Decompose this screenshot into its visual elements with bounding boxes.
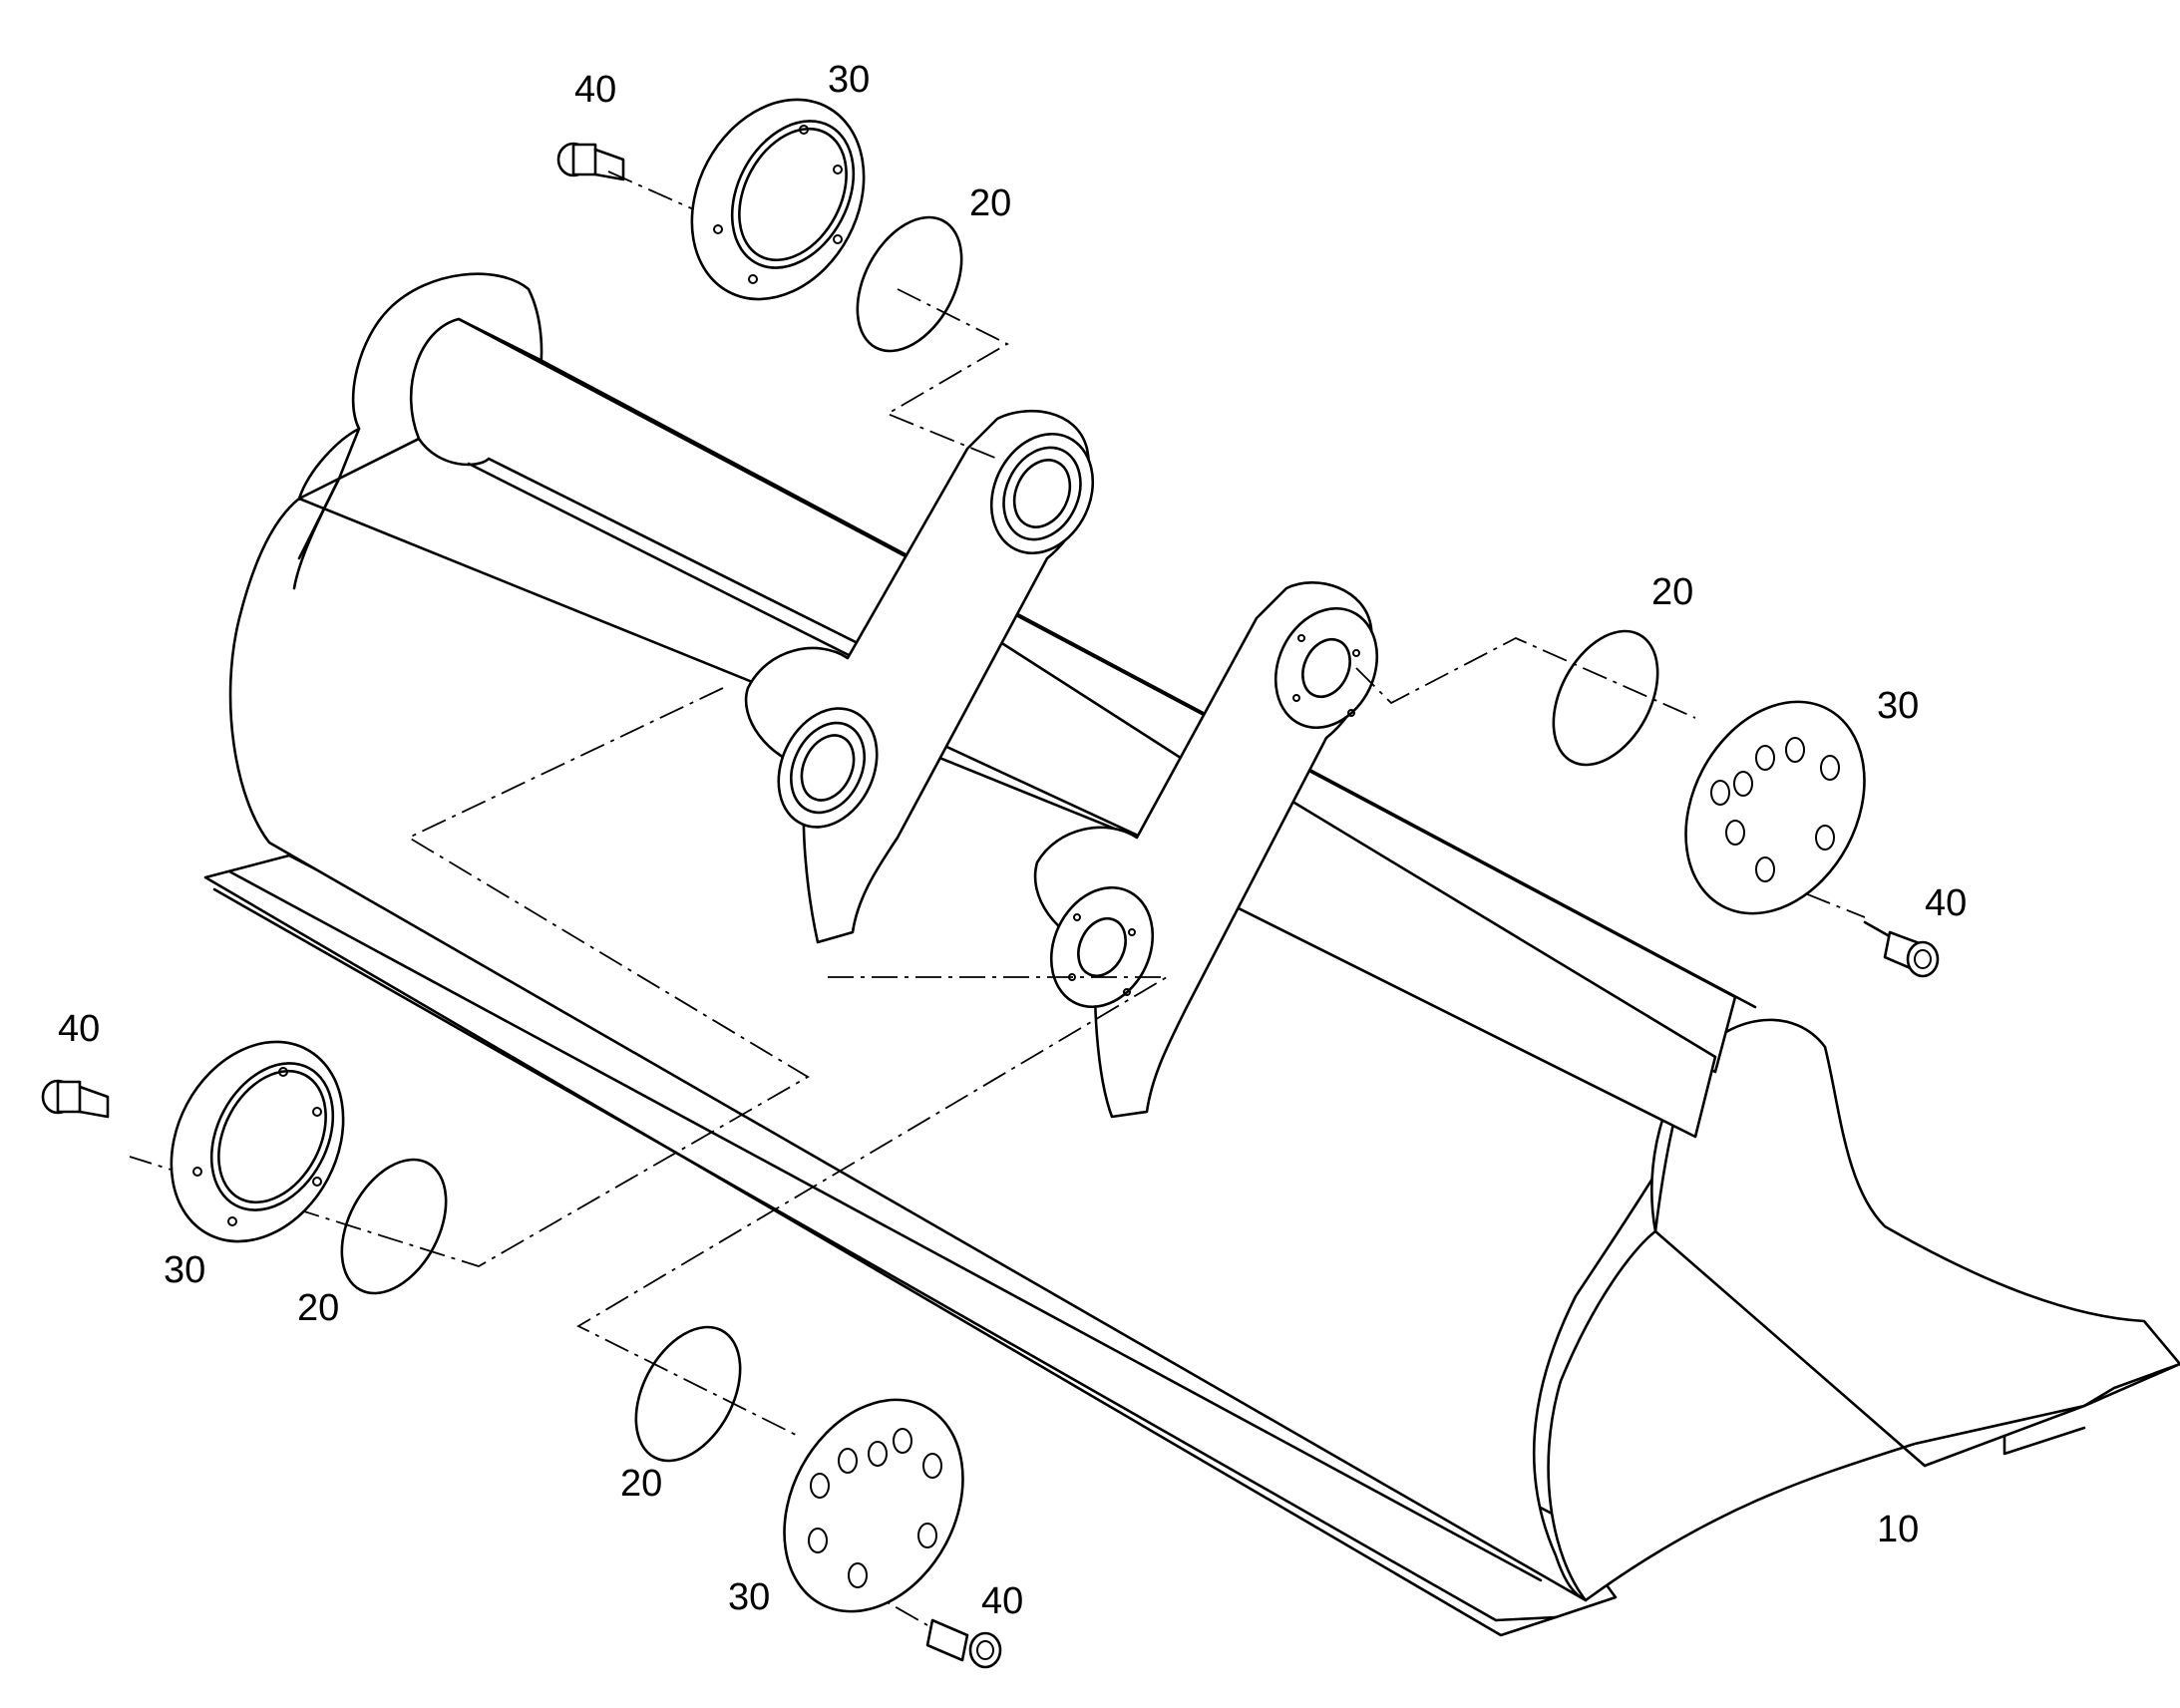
callout-40-lower-left: 40 bbox=[58, 1008, 100, 1050]
callout-20-upper: 20 bbox=[969, 182, 1011, 224]
callout-20-right: 20 bbox=[1651, 571, 1693, 613]
bolt-40-right bbox=[1863, 920, 1940, 978]
snap-ring-20-lower-left bbox=[340, 1158, 448, 1295]
callout-30-lower-left: 30 bbox=[164, 1249, 205, 1291]
left-mounting-ear bbox=[744, 409, 1095, 944]
flange-30-lower bbox=[170, 1040, 345, 1243]
callout-20-lower-left: 20 bbox=[297, 1287, 339, 1329]
callout-40-upper-left: 40 bbox=[574, 69, 616, 111]
cap-30-right bbox=[1684, 700, 1866, 915]
callout-30-right: 30 bbox=[1877, 685, 1919, 727]
callout-30-bottom: 30 bbox=[728, 1576, 770, 1618]
bolt-40-bottom bbox=[925, 1618, 1002, 1669]
bucket-body bbox=[203, 272, 2180, 1637]
callout-40-right: 40 bbox=[1925, 882, 1967, 924]
snap-ring-20-upper bbox=[856, 215, 963, 353]
snap-ring-20-right bbox=[1552, 629, 1659, 767]
bolt-40-upper-left bbox=[556, 142, 625, 181]
bolt-40-lower-left bbox=[41, 1079, 110, 1119]
callout-10-bucket: 10 bbox=[1877, 1509, 1919, 1550]
callout-30-upper: 30 bbox=[828, 59, 870, 101]
callout-40-bottom: 40 bbox=[981, 1580, 1023, 1622]
right-mounting-ear bbox=[1033, 580, 1379, 1119]
snap-ring-20-bottom bbox=[634, 1325, 742, 1463]
cap-30-bottom bbox=[783, 1398, 964, 1613]
flange-30-upper bbox=[690, 98, 866, 301]
callout-labels: 40 30 20 20 30 40 40 30 20 20 30 40 10 bbox=[58, 59, 1967, 1622]
callout-20-bottom: 20 bbox=[620, 1463, 662, 1505]
